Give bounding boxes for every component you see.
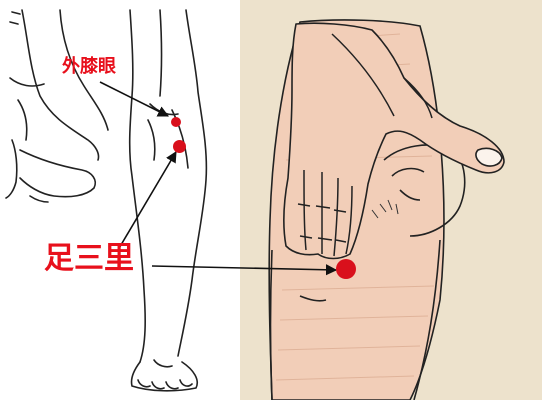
zusanli-point-leg [173, 140, 186, 153]
zusanli-label: 足三里 [44, 244, 134, 274]
back-leg-outline [22, 10, 99, 160]
outer-knee-eye-arrow [100, 82, 168, 116]
zusanli-leg-arrow [118, 152, 176, 250]
outer-knee-eye-label: 外膝眼 [62, 58, 116, 76]
front-leg-outline [130, 10, 146, 362]
back-foot-outline [20, 150, 95, 197]
zusanli-point-hand [336, 259, 356, 279]
outer-knee-eye-point [171, 117, 181, 127]
